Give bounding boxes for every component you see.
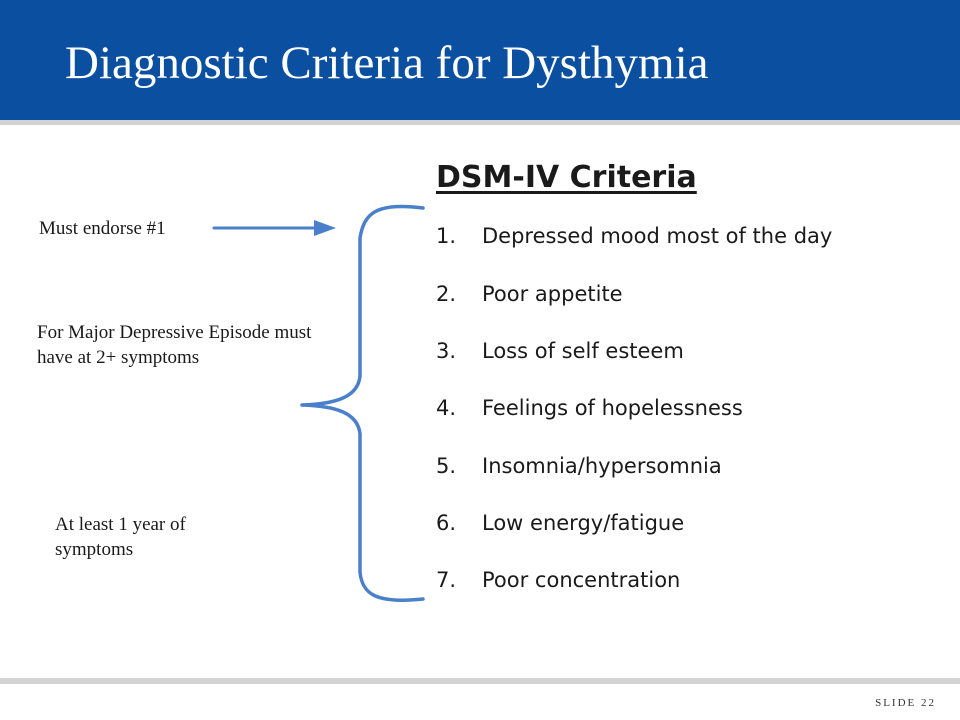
criteria-item: 6. Low energy/fatigue — [436, 507, 684, 539]
title-bar — [0, 0, 960, 120]
title-divider — [0, 120, 960, 125]
note-major-depressive: For Major Depressive Episode must have a… — [37, 322, 312, 368]
criteria-heading: DSM-IV Criteria — [436, 160, 697, 195]
arrow-icon — [212, 220, 336, 236]
slide-number: SLIDE 22 — [875, 697, 936, 709]
criteria-item-number: 6. — [436, 511, 457, 535]
criteria-item-text: Insomnia/hypersomnia — [482, 454, 722, 478]
criteria-item-text: Poor appetite — [482, 282, 623, 306]
criteria-item-number: 3. — [436, 339, 457, 363]
criteria-item-number: 5. — [436, 454, 457, 478]
curly-brace-icon — [300, 204, 425, 602]
criteria-item-text: Depressed mood most of the day — [482, 224, 833, 248]
criteria-item: 1. Depressed mood most of the day — [436, 220, 832, 252]
note-duration: At least 1 year of symptoms — [55, 514, 186, 560]
criteria-item-text: Feelings of hopelessness — [482, 396, 743, 420]
criteria-item: 4. Feelings of hopelessness — [436, 392, 743, 424]
criteria-item: 7. Poor concentration — [436, 564, 680, 596]
criteria-item: 3. Loss of self esteem — [436, 335, 684, 367]
criteria-item-number: 1. — [436, 224, 457, 248]
criteria-item-number: 4. — [436, 396, 457, 420]
criteria-item-text: Loss of self esteem — [482, 339, 684, 363]
note-must-endorse: Must endorse #1 — [39, 218, 166, 239]
criteria-item-number: 2. — [436, 282, 457, 306]
footer-divider — [0, 678, 960, 684]
slide-title: Diagnostic Criteria for Dysthymia — [65, 37, 709, 89]
criteria-item-text: Poor concentration — [482, 568, 681, 592]
criteria-item: 2. Poor appetite — [436, 278, 623, 310]
criteria-item-text: Low energy/fatigue — [482, 511, 685, 535]
criteria-item: 5. Insomnia/hypersomnia — [436, 450, 722, 482]
criteria-item-number: 7. — [436, 568, 457, 592]
